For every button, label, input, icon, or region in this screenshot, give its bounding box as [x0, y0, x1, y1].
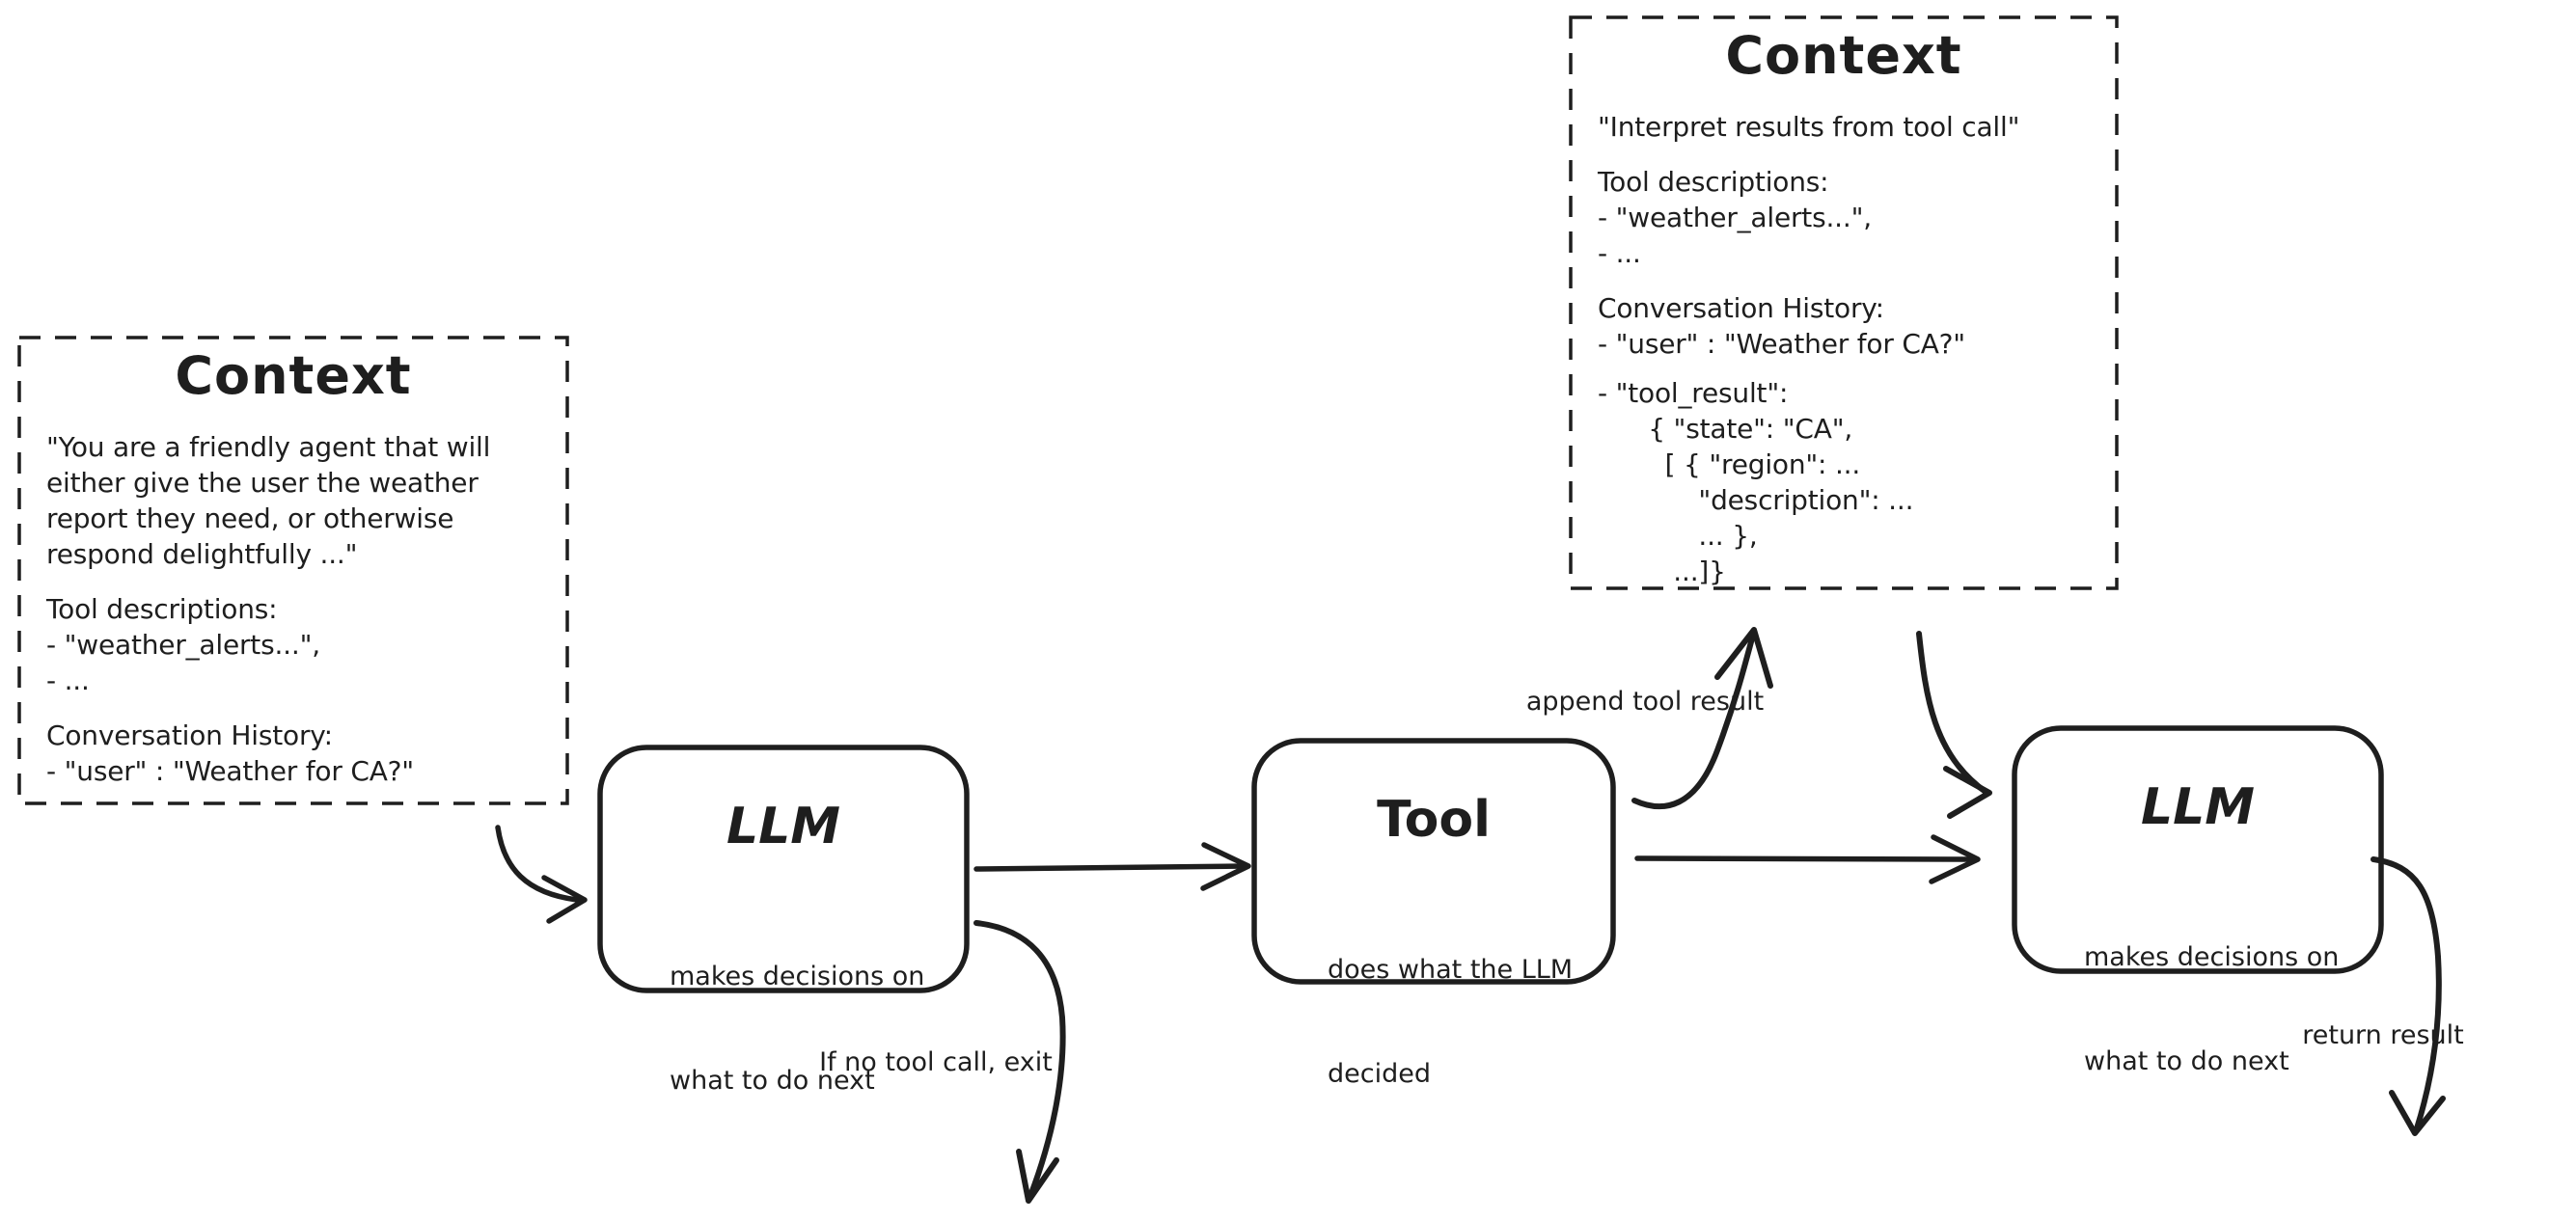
tool-result-line: { "state": "CA",: [1598, 413, 1853, 445]
tool-node-title: Tool: [1377, 791, 1491, 849]
llm-node-2-subtitle-line: makes decisions on: [2084, 942, 2340, 972]
llm-node-1-subtitle-line: makes decisions on: [670, 962, 925, 991]
llm-node-2-subtitle-line: what to do next: [2084, 1046, 2289, 1076]
system-prompt-line: "You are a friendly agent that will: [46, 431, 491, 463]
llm-node-1-title: LLM: [726, 798, 840, 855]
llm-node-2-subtitle: makes decisions on what to do next: [2084, 871, 2339, 1149]
tool-descriptions-item: - "weather_alerts...",: [46, 629, 320, 661]
arrow-tool-to-context2: [1631, 627, 1773, 810]
llm-node-1-subtitle: makes decisions on what to do next: [670, 890, 924, 1168]
system-prompt-line: "Interpret results from tool call": [1598, 111, 2020, 143]
arrow-context1-to-llm1: [495, 825, 588, 924]
context-box-1-body: "You are a friendly agent that will eith…: [17, 429, 569, 789]
context-box-2: Context "Interpret results from tool cal…: [1569, 15, 2119, 590]
tool-result-line: ...]}: [1598, 556, 1726, 587]
conversation-history-heading: Conversation History:: [46, 719, 333, 751]
llm-node-2: LLM makes decisions on what to do next: [2014, 728, 2381, 1076]
context-box-1-title: Context: [175, 345, 412, 406]
system-prompt-line: report they need, or otherwise: [46, 502, 454, 534]
conversation-history-item: - "user" : "Weather for CA?": [46, 755, 414, 787]
context-box-1: Context "You are a friendly agent that w…: [17, 336, 569, 805]
edge-label-return-result: return result: [2302, 1020, 2464, 1050]
tool-node: Tool does what the LLM decided: [1254, 741, 1613, 1089]
tool-descriptions-heading: Tool descriptions:: [1598, 166, 1829, 198]
llm-node-1: LLM makes decisions on what to do next: [600, 747, 967, 1096]
llm-node-1-subtitle-line: what to do next: [670, 1066, 875, 1096]
tool-node-subtitle-line: does what the LLM: [1328, 955, 1574, 985]
arrow-context2-to-llm2: [1916, 631, 1992, 819]
system-prompt-line: respond delightfully ...": [46, 538, 358, 570]
conversation-history-item: - "user" : "Weather for CA?": [1598, 328, 1965, 360]
system-prompt-line: either give the user the weather: [46, 467, 479, 499]
tool-node-subtitle: does what the LLM decided: [1328, 883, 1573, 1161]
tool-result-line: "description": ...: [1598, 484, 1914, 516]
edge-label-append-tool-result: append tool result: [1525, 687, 1765, 717]
tool-result-line: [ { "region": ...: [1598, 448, 1861, 480]
context-box-2-body: "Interpret results from tool call" Tool …: [1569, 109, 2119, 589]
arrow-llm2-return: [2370, 856, 2446, 1136]
arrow-tool-to-llm2: [1634, 834, 1981, 884]
tool-result-line: - "tool_result":: [1598, 377, 1789, 409]
conversation-history-heading: Conversation History:: [1598, 292, 1884, 324]
tool-node-subtitle-line: decided: [1328, 1059, 1431, 1089]
tool-descriptions-item: - ...: [1598, 237, 1641, 269]
tool-descriptions-heading: Tool descriptions:: [46, 593, 278, 625]
tool-result-line: ... },: [1598, 520, 1758, 552]
llm-node-2-title: LLM: [2140, 778, 2255, 836]
context-box-2-title: Context: [1725, 25, 1962, 86]
edge-label-if-no-tool-call-exit: If no tool call, exit: [819, 1047, 1053, 1077]
arrow-llm1-to-tool: [973, 842, 1251, 891]
tool-descriptions-item: - "weather_alerts...",: [1598, 202, 1872, 233]
tool-descriptions-item: - ...: [46, 665, 90, 696]
